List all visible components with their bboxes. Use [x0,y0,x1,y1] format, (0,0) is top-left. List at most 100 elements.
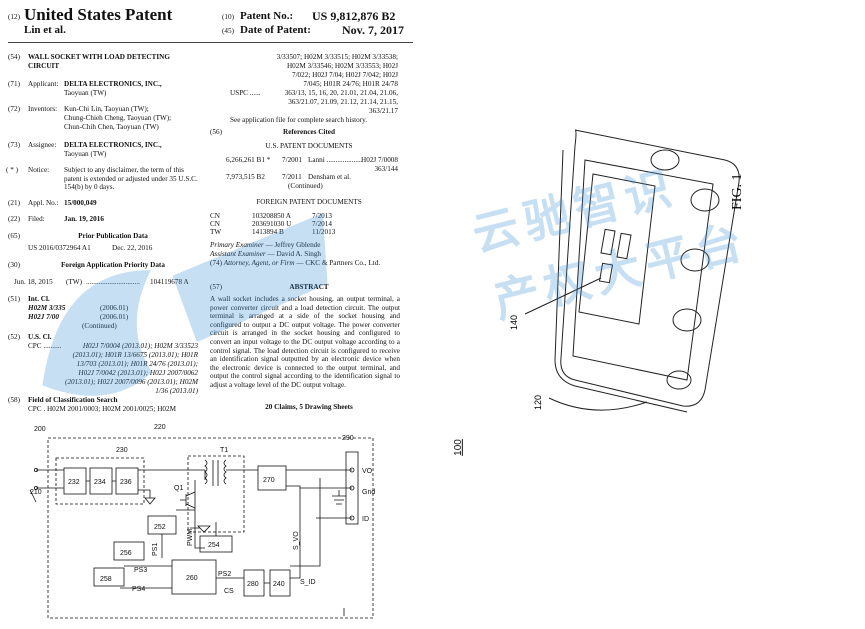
cpc-label: CPC .......... [28,342,62,350]
inventor-2: Chung-Chieh Cheng, Taoyuan (TW); [64,114,172,122]
appl-no: 15/000,049 [64,199,97,207]
mount-hole-5 [666,370,692,390]
field-73-num: (73) [8,141,20,149]
field-72-num: (72) [8,105,20,113]
attorney-num: (74) [210,259,222,267]
fp-1-country: CN [210,212,220,220]
housing-side [554,149,688,413]
usb-port-1 [600,228,616,256]
label-100: 100 [452,439,464,456]
prior-pub-title: Prior Publication Data [78,232,148,240]
mount-hole-3 [680,248,710,272]
field-71-num: (71) [8,80,20,88]
label-120: 120 [533,395,543,410]
int-cl-continued: (Continued) [82,322,117,331]
filed-date: Jan. 19, 2016 [64,215,104,223]
field-21-num: (21) [8,199,20,207]
fp-1-date: 7/2013 [312,212,332,221]
field-search-line-1: CPC . H02M 2001/0003; H02M 2001/0025; H0… [28,405,176,413]
label-PS3: PS3 [134,567,147,574]
references-title: References Cited [283,128,335,136]
figure-1-drawing: 140 120 FIG. 1 [509,129,745,413]
field-22-num: (22) [8,215,20,223]
abstract-title: ABSTRACT [220,283,398,292]
label-S_VO: S_VO [293,531,300,550]
field-52-num: (52) [8,333,20,341]
prior-pub-date: Dec. 22, 2016 [112,244,153,252]
assignee-location: Taoyuan (TW) [64,150,107,158]
block-270 [257,465,287,491]
mount-hole-4 [672,308,702,332]
inventor-1: Kun-Chi Lin, Taoyuan (TW); [64,105,149,113]
label-236: 236 [120,479,132,486]
label-PS4: PS4 [132,586,145,593]
patent-date: Nov. 7, 2017 [342,23,405,37]
field-57-num: (57) [210,283,222,292]
label-280: 280 [247,581,259,588]
label-Q1: Q1 [174,485,183,492]
face-plate [572,159,714,381]
cpc-line-1: H02J 7/0004 (2013.01); H02M 3/33523 [82,342,198,350]
socket-housing [560,129,740,407]
filed-label: Filed: [28,215,45,223]
prior-pub-number: US 2016/0372964 A1 [28,244,91,252]
uspc-line-3: 363/21.17 [369,107,398,115]
applicant-location: Taoyuan (TW) [64,89,107,97]
fp-2-country: CN [210,220,220,228]
cpc-line-3: 13/703 (2013.01); H01R 24/76 (2013.01); [77,360,198,368]
header-code-10: (10) [222,13,234,21]
applicant-label: Applicant: [28,80,59,88]
priority-dots: .............................. [86,278,140,287]
notice-text: Subject to any disclaimer, the term of t… [64,166,198,192]
circuit-diagram: 200 220 230 210 232 234 236 T1 Q1 270 29… [29,424,375,619]
socket-boundary-200 [47,437,374,619]
int-cl-1-date: (2006.01) [100,304,128,313]
claims-count: 20 Claims, 5 Drawing Sheets [265,403,353,411]
label-220: 220 [154,424,166,431]
leader-120 [548,397,648,411]
foreign-docs-title: FOREIGN PATENT DOCUMENTS [256,198,362,206]
cls-line-3: 7/022; H02J 7/04; H02J 7/042; H02J [291,71,398,79]
label-260: 260 [186,575,198,582]
us-doc-2-name: Densham et al. [308,173,351,181]
abstract-text: A wall socket includes a socket housing,… [210,295,400,389]
fp-3-number: 1413894 B [252,228,284,236]
usb-port-2 [616,232,632,260]
label-234: 234 [94,479,106,486]
us-doc-1-date: 7/2001 [282,156,302,164]
cpc-line-6: 1/36 (2013.01) [155,387,198,395]
label-S_ID: S_ID [300,579,316,586]
notice-num: ( * ) [6,166,18,174]
search-note: See application file for complete search… [230,116,368,124]
us-doc-2-date: 7/2011 [282,173,302,181]
us-doc-2-number: 7,973,515 B2 [226,173,265,181]
patent-number: US 9,812,876 B2 [312,9,396,23]
watermark-logo-mark [0,172,368,450]
field-58-num: (58) [8,396,20,404]
attorney-label: Attorney, Agent, or Firm [224,259,295,267]
fp-1-number: 103208850 A [252,212,291,220]
invention-title: WALL SOCKET WITH LOAD DETECTING CIRCUIT [28,53,170,70]
label-PS1: PS1 [152,543,159,556]
us-doc-1-name: Lanni .................... [308,156,363,164]
label-270: 270 [263,477,275,484]
block-258 [93,567,125,587]
us-docs-title: U.S. PATENT DOCUMENTS [265,142,353,150]
fp-2-number: 203691030 U [252,220,292,228]
label-256: 256 [120,550,132,557]
inventors-label: Inventors: [28,105,58,113]
notice-label: Notice: [28,166,50,174]
assignee-label: Assignee: [28,141,57,149]
header-rule [8,42,413,43]
socket-panel [578,173,656,325]
field-56-num: (56) [210,128,222,136]
us-cl-label: U.S. Cl. [28,333,52,341]
label-230: 230 [116,447,128,454]
primary-examiner-label: Primary Examiner [210,241,264,249]
label-254: 254 [208,542,220,549]
label-232: 232 [68,479,80,486]
usb-port-3 [598,262,614,284]
label-PWM: PWM [187,529,194,546]
cpc-line-5: (2013.01); H02J 2007/0096 (2013.01); H02… [65,378,198,386]
assignee-name: DELTA ELECTRONICS, INC., [64,141,162,149]
